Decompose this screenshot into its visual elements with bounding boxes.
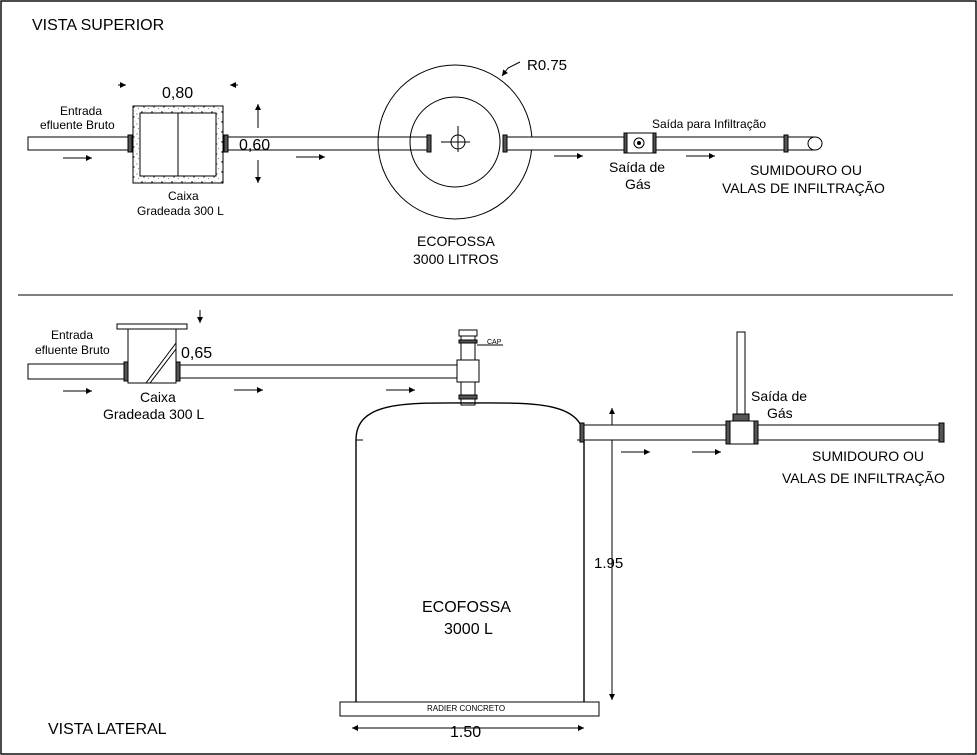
- side-tank-label-2: 3000 L: [444, 621, 493, 638]
- top-tank-label-2: 3000 LITROS: [413, 251, 499, 267]
- side-tank-height-dim: 1.95: [594, 555, 623, 572]
- top-gas-label-1: Saída de: [609, 159, 665, 175]
- side-box-body: [127, 328, 177, 384]
- side-gas-label-1: Saída de: [751, 388, 807, 404]
- side-box-height-dim: 0,65: [181, 345, 212, 362]
- side-riser-band-2: [458, 394, 478, 400]
- top-tank-outlet-fitting: [502, 134, 508, 153]
- side-base-label: RADIER CONCRETO: [427, 704, 505, 713]
- top-box-label-2: Gradeada 300 L: [137, 204, 224, 218]
- side-box-screen-2: [149, 348, 177, 384]
- side-cap-label: CAP: [487, 339, 502, 346]
- top-outlet-pipe-1: [506, 136, 625, 151]
- top-pipe-box-tank-flange: [223, 134, 229, 153]
- side-tank-body: [355, 402, 585, 702]
- side-box-label-1: Caixa: [140, 389, 176, 405]
- side-riser-band-1: [458, 339, 478, 344]
- top-outlet-pipe-flange: [783, 134, 789, 153]
- side-gas-vent-pipe: [736, 331, 746, 422]
- top-view-title: VISTA SUPERIOR: [32, 17, 164, 34]
- side-dest-label-2: VALAS DE INFILTRAÇÃO: [782, 470, 945, 486]
- side-box-screen: [145, 342, 177, 384]
- top-gas-tee-flange-left: [623, 132, 628, 154]
- side-riser-cap: [458, 329, 478, 337]
- side-gas-tee-flange-right: [753, 420, 759, 445]
- top-tank-inner: [409, 96, 501, 188]
- top-box-label-1: Caixa: [168, 189, 199, 203]
- top-gas-label-2: Gás: [625, 176, 651, 192]
- top-tank-inlet-fitting: [426, 134, 432, 153]
- top-inlet-flange: [127, 134, 133, 153]
- side-gas-label-2: Gás: [767, 405, 793, 421]
- side-tank-width-dim: 1.50: [450, 724, 481, 741]
- top-dest-label-2: VALAS DE INFILTRAÇÃO: [722, 180, 885, 196]
- side-inlet-pipe: [27, 363, 125, 380]
- side-riser-tee: [456, 359, 480, 383]
- top-gas-vent-inner: [637, 141, 641, 145]
- side-outlet-pipe-1: [583, 424, 729, 441]
- side-tank-label-1: ECOFOSSA: [422, 599, 511, 616]
- side-dest-label-1: SUMIDOURO OU: [812, 448, 924, 464]
- side-inlet-label-2: efluente Bruto: [35, 343, 110, 357]
- top-inlet-pipe: [27, 136, 129, 151]
- top-tank-radius-leader: [501, 61, 521, 77]
- side-inlet-flange: [123, 361, 129, 382]
- top-outlet-pipe-2: [655, 136, 785, 151]
- top-outlet-label: Saída para Infiltração: [652, 117, 766, 131]
- side-gas-tee: [727, 420, 757, 445]
- side-view-title: VISTA LATERAL: [48, 721, 167, 738]
- side-inlet-label-1: Entrada: [51, 328, 93, 342]
- top-outlet-pipe-end: [807, 136, 823, 151]
- side-outlet-flange-1: [579, 422, 585, 443]
- side-gas-vent-base: [732, 413, 750, 422]
- side-pipe-box-tank: [179, 364, 458, 379]
- side-gas-tee-flange-left: [725, 420, 731, 445]
- top-inlet-label-1: Entrada: [60, 104, 102, 118]
- side-box-lid: [116, 323, 188, 330]
- side-outlet-pipe-2: [757, 424, 940, 441]
- side-outlet-pipe-end: [938, 422, 945, 443]
- top-gas-vent-outer: [633, 137, 645, 149]
- side-box-label-2: Gradeada 300 L: [103, 406, 204, 422]
- side-pipe-box-tank-flange: [175, 361, 181, 382]
- top-inlet-label-2: efluente Bruto: [40, 118, 115, 132]
- top-box-depth-dim: 0,60: [239, 137, 270, 154]
- side-concrete-base: [339, 701, 600, 717]
- top-tank-label-1: ECOFOSSA: [417, 233, 495, 249]
- top-box-width-dim: 0,80: [162, 85, 193, 102]
- top-dest-label-1: SUMIDOURO OU: [750, 162, 862, 178]
- top-tank-radius-dim: R0.75: [527, 57, 567, 74]
